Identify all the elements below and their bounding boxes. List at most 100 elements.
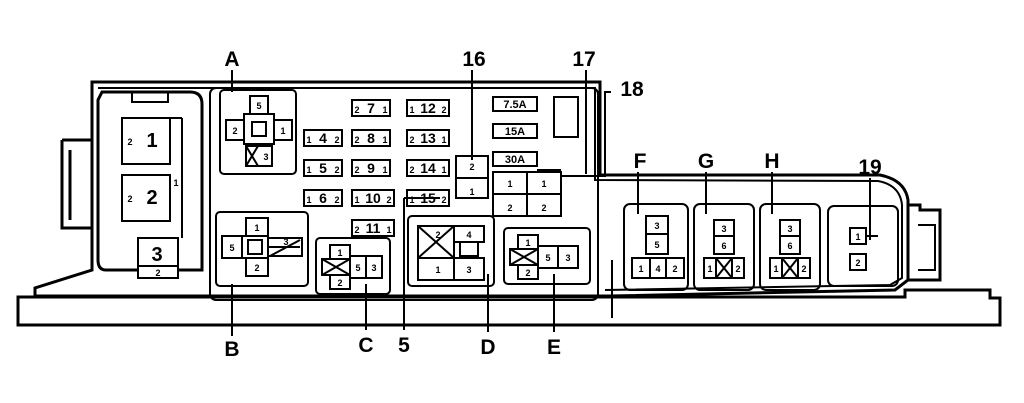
left-tab: [60, 138, 92, 230]
relay-d-pin-c-label: 1: [435, 265, 440, 275]
relay-e-pin-b-label: 2: [525, 268, 530, 278]
relay-g-pin-b-label: 6: [721, 241, 726, 251]
relay-19-pin-b: [849, 253, 867, 271]
relay-h-diode: [781, 257, 799, 279]
amp-label-30a-box: [492, 151, 538, 167]
relay-a-pin-left-label: 2: [232, 126, 237, 136]
housing-outline: [33, 80, 910, 298]
relay-b-pin-right-label: 3: [283, 237, 288, 247]
relay-a-pin-bottom-label: 3: [263, 152, 268, 162]
fuse-15-pin-right: 2: [441, 195, 446, 205]
relay-d-pin-d-label: 3: [466, 265, 471, 275]
relay-d-cross: [417, 225, 455, 259]
relay-a-core-inner: [251, 121, 267, 137]
relay-f-pin-b: [645, 233, 669, 255]
fuse-5-pin-left: 1: [306, 165, 311, 175]
relay-d-pin-d: [453, 257, 485, 281]
callout-18-leader: [537, 91, 611, 177]
fuse-7-pin-right: 1: [382, 105, 387, 115]
relay-c-pin-d: [365, 255, 383, 279]
relay-b-core-inner: [247, 239, 263, 255]
fuse-13-pin-left: 2: [409, 135, 414, 145]
fuse-8-pin-left: 2: [354, 135, 359, 145]
fuse-8-pin-right: 1: [382, 135, 387, 145]
relay-e-pin-b: [517, 264, 539, 280]
amp-label-15a: 15A: [505, 126, 525, 138]
relay-b-pin-bottom-label: 2: [254, 263, 259, 273]
left-cover-latch: [131, 91, 169, 103]
big-fuse-3: [137, 237, 179, 279]
relay-e-cross: [509, 248, 539, 266]
relay-b-pin-bottom: [245, 257, 269, 277]
amp-label-30a: 30A: [505, 154, 525, 166]
relay-e-pin-d-label: 3: [565, 253, 570, 263]
relay-g: [693, 203, 755, 291]
relay-g-pin-b: [713, 235, 735, 255]
relay-d-core: [459, 241, 479, 257]
fuse-10-body: [351, 189, 395, 207]
big-fuse-1-pin: 2: [127, 137, 132, 147]
relay-c-cross: [321, 258, 351, 276]
big-fuse-1-label: 1: [146, 130, 157, 152]
callout-f: F: [634, 150, 647, 173]
relay-19-pin-b-label: 2: [855, 258, 860, 268]
relay-h-pin-a-label: 3: [787, 224, 792, 234]
fuse-9-body: [351, 159, 391, 177]
fuse-9-pin-left: 2: [354, 165, 359, 175]
spare-slot: [553, 96, 579, 138]
fuse-14-number: 14: [420, 160, 436, 176]
relay-b-diode: [268, 239, 301, 257]
fuse-5-number: 5: [319, 160, 327, 176]
relay-c-pin-b-label: 2: [337, 278, 342, 288]
relay-g-pin-d-label: 2: [735, 264, 740, 274]
relay-b: [215, 211, 309, 287]
relay-e-pin-a-label: 1: [525, 238, 530, 248]
right-tab-inner: [918, 224, 936, 271]
relay-a-pin-right: [273, 119, 293, 141]
relay-h-pin-c-label: 1: [773, 264, 778, 274]
relay-16-top-label: 2: [469, 162, 474, 172]
relay-d-pin-b-label: 4: [466, 230, 471, 240]
relay-b-pin-left-label: 5: [229, 243, 234, 253]
base-rail: [16, 288, 1002, 327]
relay-17-pin-a: 1: [507, 179, 512, 189]
relay-f-pin-d-label: 4: [655, 264, 660, 274]
relay-c: [315, 237, 391, 295]
relay-a-core: [243, 113, 275, 145]
big-fuse-2-pin: 2: [127, 194, 132, 204]
callout-b: B: [224, 338, 239, 361]
fuse-5-pin-right: 2: [334, 165, 339, 175]
callout-18: 18: [620, 78, 644, 101]
callout-d: D: [480, 336, 495, 359]
relay-b-pin-top-label: 1: [254, 223, 259, 233]
callout-h: H: [764, 150, 779, 173]
relay-a: [219, 89, 297, 175]
callout-19: 19: [858, 156, 881, 179]
callout-e: E: [547, 336, 561, 359]
relay-f: [623, 203, 689, 291]
relay-c-pin-d-label: 3: [371, 263, 376, 273]
relay-c-pin-b: [329, 274, 351, 290]
fuse-11-number: 11: [366, 220, 381, 236]
fuse-6-number: 6: [319, 190, 327, 206]
relay-h-pin-b-label: 6: [787, 241, 792, 251]
relay-e-pin-c-label: 5: [545, 253, 550, 263]
fuse-4-number: 4: [319, 130, 327, 146]
fuse-6-pin-left: 1: [306, 195, 311, 205]
relay-c-pin-a-label: 1: [337, 248, 342, 258]
relay-a-pin-bottom: [245, 145, 273, 167]
big-fuse-side-pin: 1: [173, 178, 178, 188]
fuse-13-number: 13: [420, 130, 436, 146]
fuse-4-body: [303, 129, 343, 147]
housing-inner-line: [98, 87, 903, 291]
